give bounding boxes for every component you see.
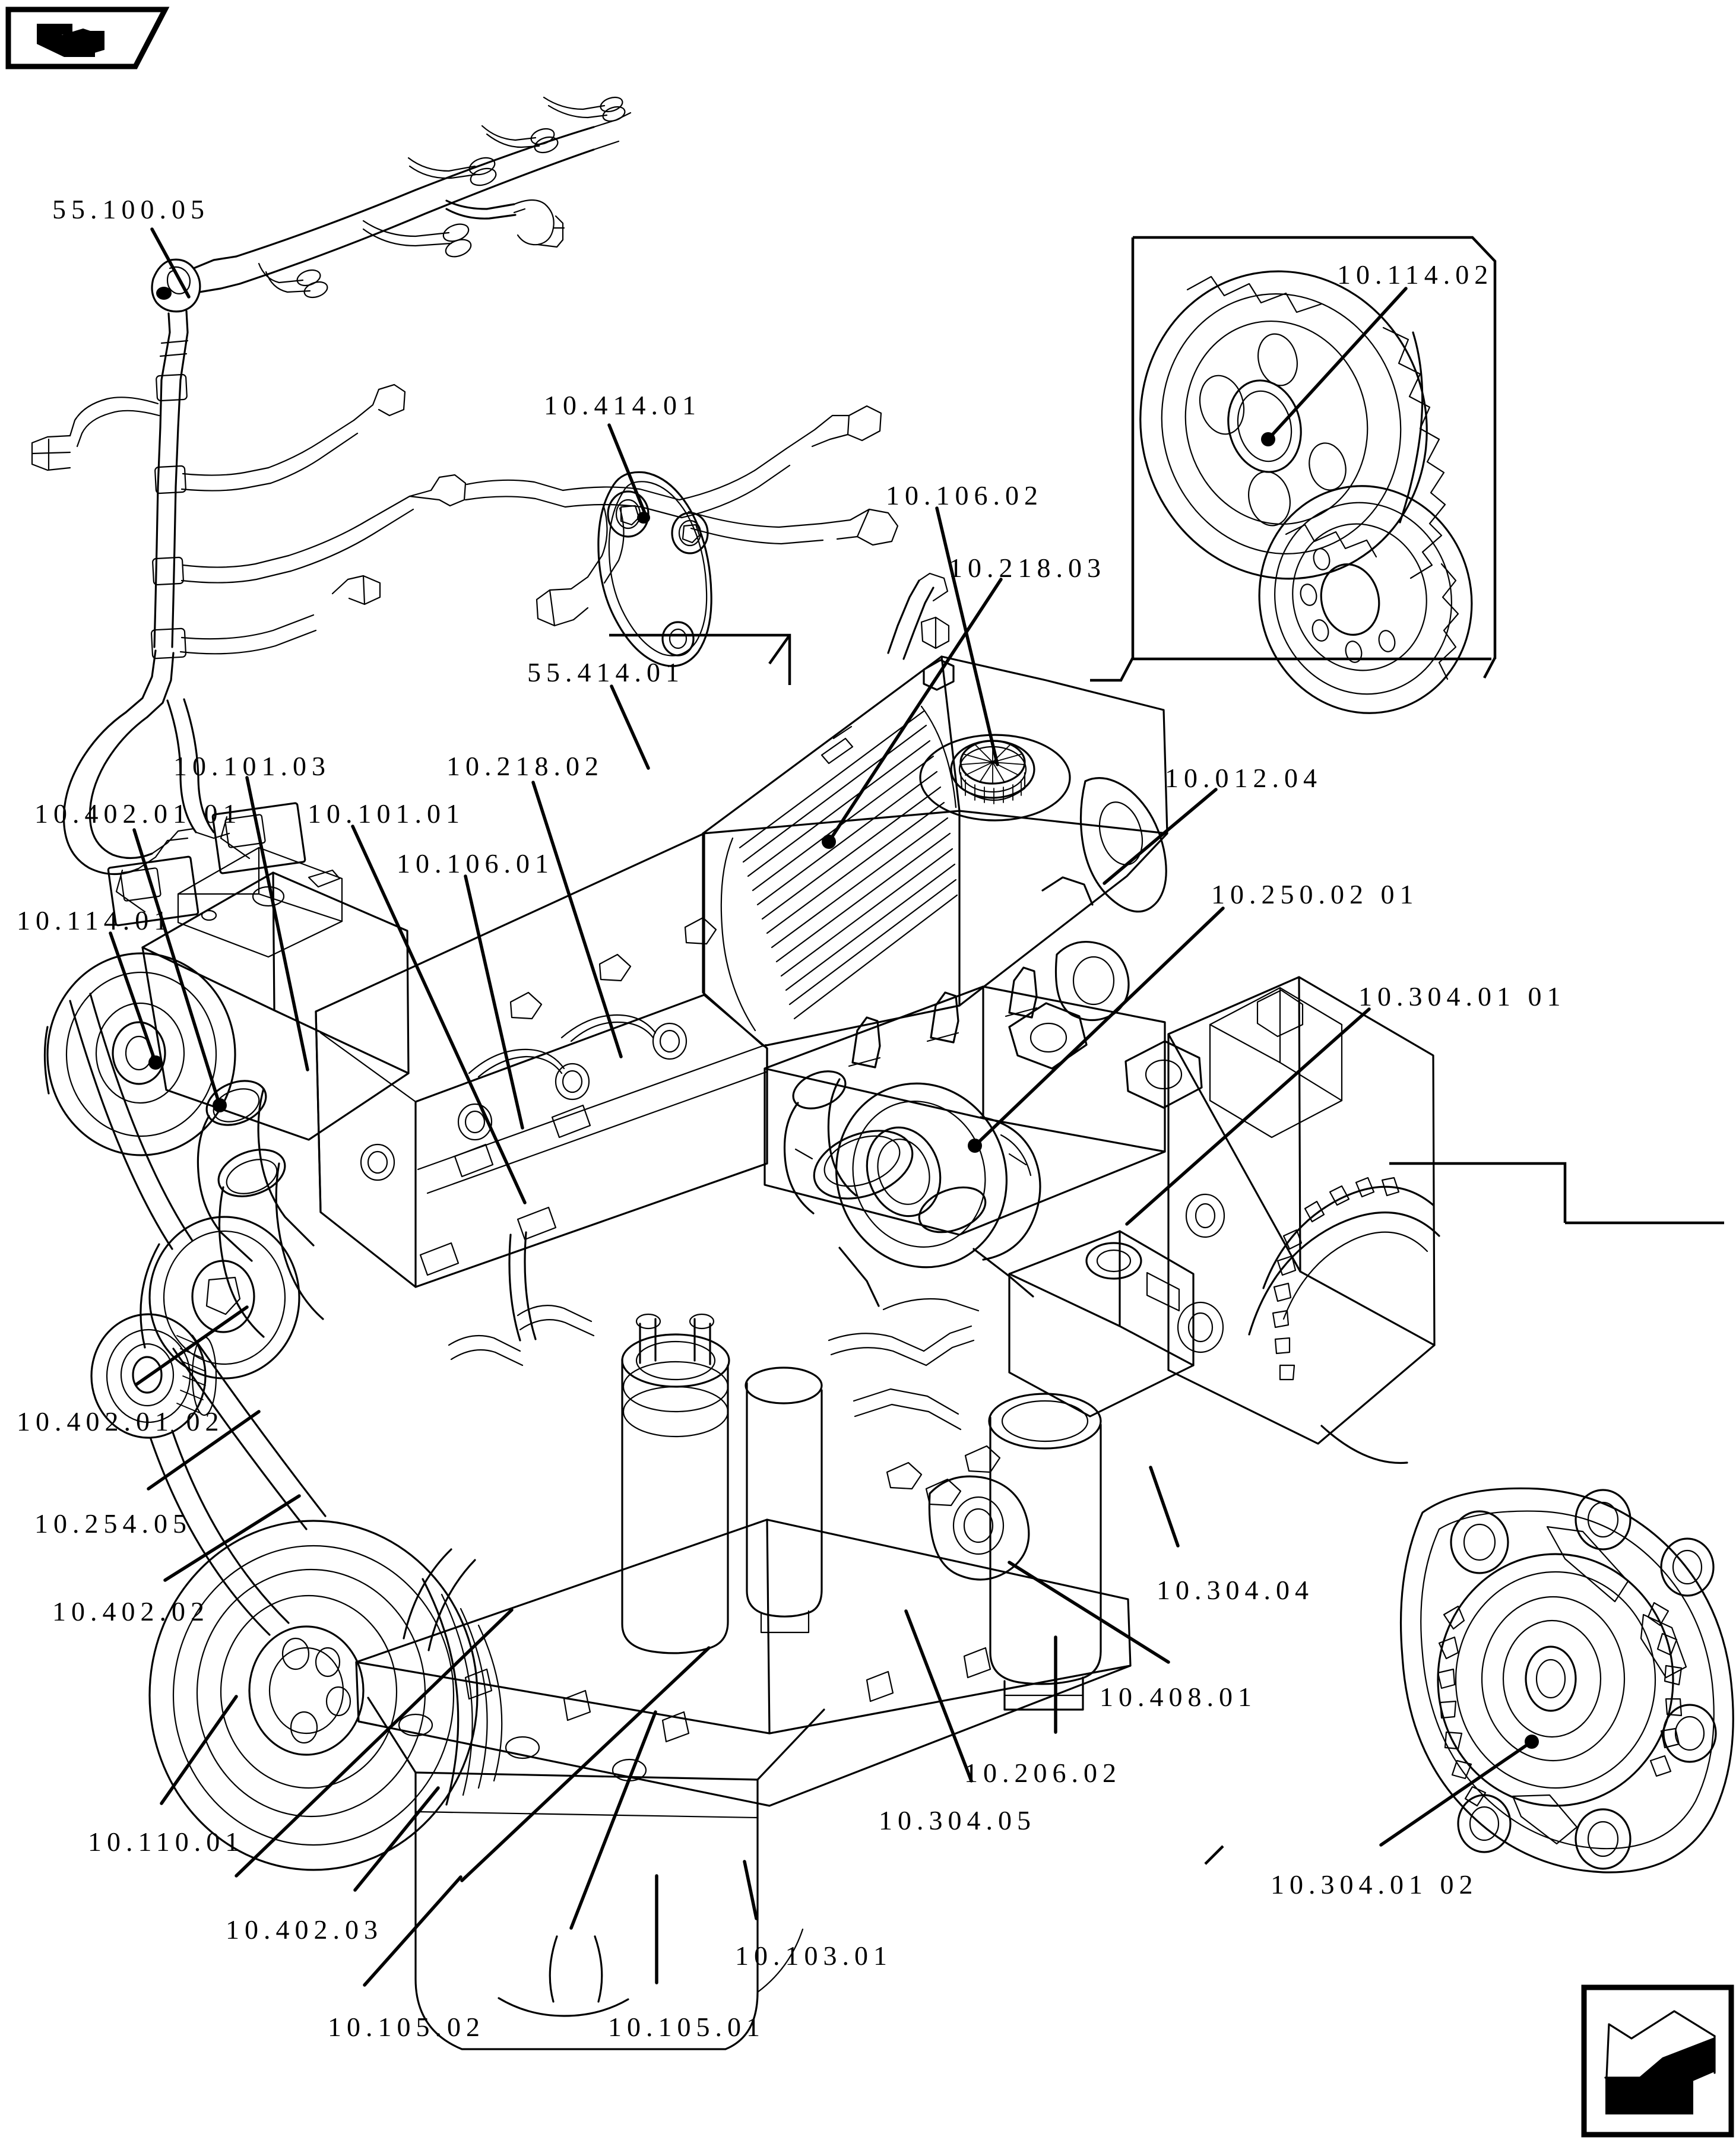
part-number-label[interactable]: 10.103.01	[735, 1941, 892, 1971]
view-direction-badge-icon	[5, 7, 170, 69]
cover-plate-drawing	[597, 471, 712, 667]
part-number-label[interactable]: 10.114.01	[17, 905, 173, 936]
part-number-label[interactable]: 10.101.01	[308, 798, 465, 829]
part-number-label[interactable]: 10.101.03	[173, 751, 331, 781]
part-number-label[interactable]: 10.414.01	[544, 390, 701, 420]
part-number-label[interactable]: 10.105.02	[328, 2012, 485, 2042]
part-number-label[interactable]: 10.304.01 01	[1358, 981, 1566, 1012]
leader-lines	[109, 227, 1539, 1987]
bracket-detail-callout	[609, 633, 791, 685]
part-number-label[interactable]: 10.402.01 02	[17, 1406, 224, 1437]
part-number-label[interactable]: 10.106.02	[886, 480, 1043, 511]
pump-detail-callout	[1204, 1162, 1724, 1865]
timing-gear-large	[1139, 270, 1446, 580]
gear-detail-callout	[1090, 236, 1497, 682]
part-number-label[interactable]: 10.110.01	[88, 1827, 245, 1857]
part-number-label[interactable]: 10.402.01 01	[34, 798, 242, 829]
part-number-label[interactable]: 10.408.01	[1100, 1682, 1257, 1712]
part-number-label[interactable]: 10.402.02	[52, 1596, 210, 1626]
part-number-label[interactable]: 55.100.05	[52, 194, 210, 224]
part-number-label[interactable]: 10.012.04	[1165, 763, 1322, 793]
part-number-label[interactable]: 10.250.02 01	[1211, 879, 1419, 909]
part-number-label[interactable]: 10.304.05	[879, 1805, 1036, 1835]
part-number-label[interactable]: 10.304.04	[1157, 1575, 1314, 1605]
part-number-label[interactable]: 10.206.02	[964, 1758, 1122, 1788]
part-number-label[interactable]: 10.218.03	[949, 553, 1106, 583]
part-number-label[interactable]: 10.218.02	[446, 751, 604, 781]
view-direction-box-icon	[1581, 1984, 1734, 2138]
timing-gear-small	[1258, 485, 1473, 714]
part-number-label[interactable]: 10.105.01	[608, 2012, 765, 2042]
part-number-label[interactable]: 10.402.03	[226, 1914, 383, 1945]
oil-pump-detail-drawing	[1399, 1487, 1734, 1873]
part-number-label[interactable]: 10.254.05	[34, 1508, 192, 1539]
part-number-label[interactable]: 10.106.01	[397, 848, 554, 879]
engine-assembly-drawing	[43, 572, 1440, 2050]
part-number-label[interactable]: 55.414.01	[527, 657, 685, 687]
wiring-harness-drawing	[31, 96, 899, 927]
part-number-label[interactable]: 10.114.02	[1337, 259, 1494, 290]
part-number-label[interactable]: 10.304.01 02	[1271, 1869, 1478, 1900]
